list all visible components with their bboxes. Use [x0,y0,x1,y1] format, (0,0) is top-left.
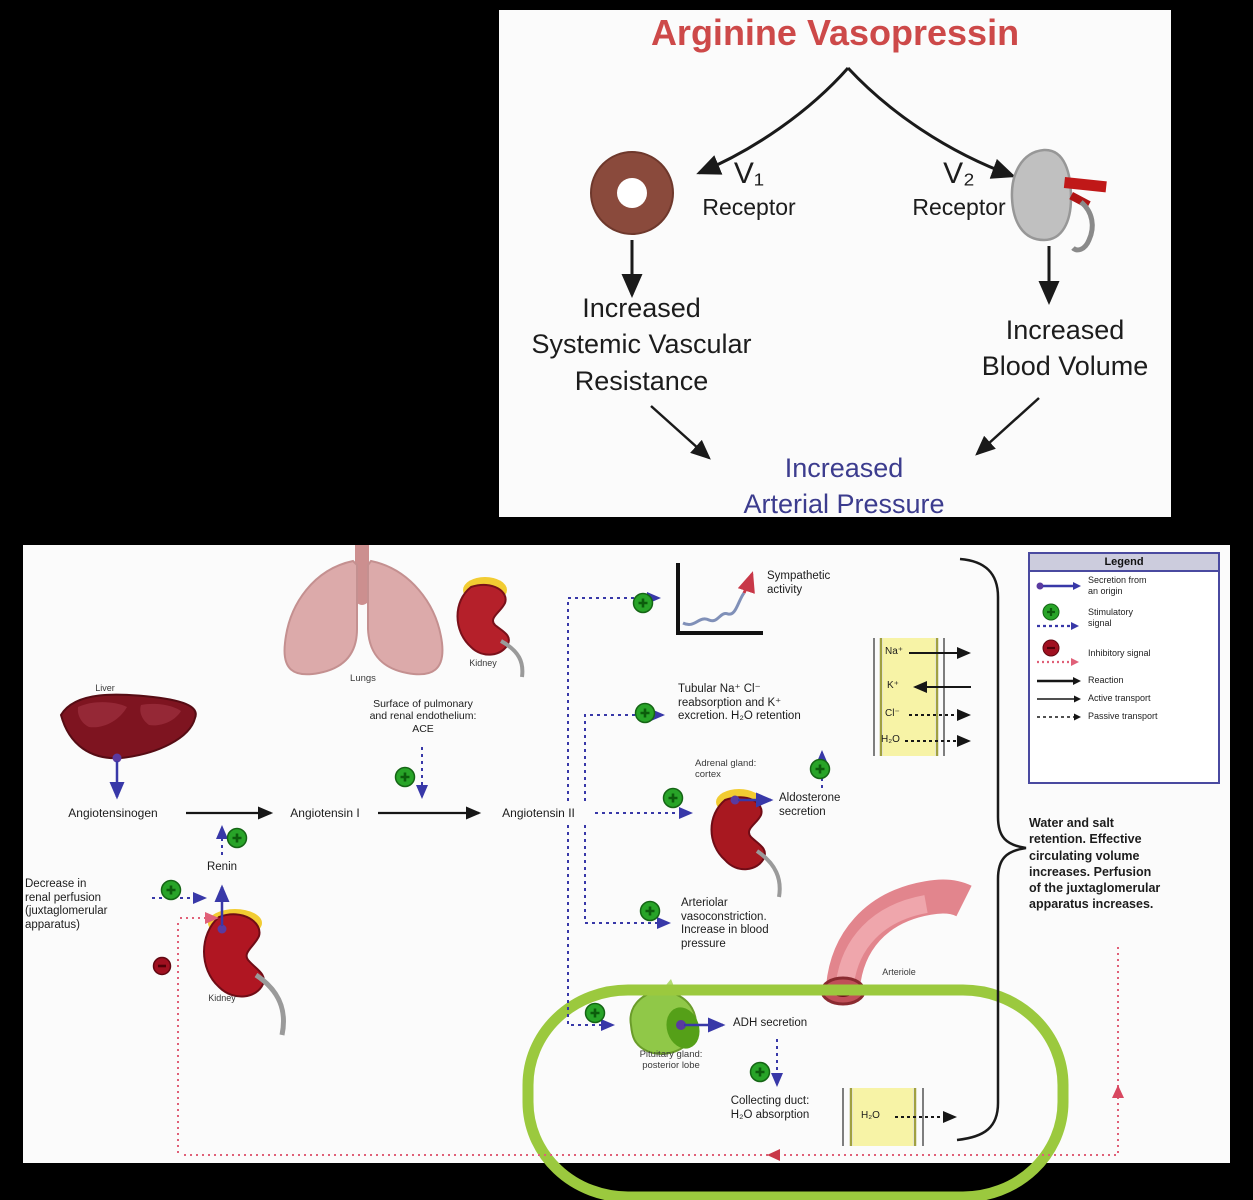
kidney-lower-icon [203,909,286,1036]
curly-brace [956,557,1027,1142]
label-arteriolar: Arteriolar vasoconstriction. Increase in… [681,897,769,950]
legend-stimulatory-label: Stimulatory signal [1088,606,1134,628]
label-pituitary: Pituitary gland: posterior lobe [639,1049,703,1072]
bottom-outcome-label: Increased Arterial Pressure [743,453,945,520]
label-angiotensin-ii: Angiotensin II [502,806,575,820]
legend-active-transport-icon [1037,695,1081,703]
vasopressin-title: Arginine Vasopressin [650,12,1020,53]
label-arteriole: Arteriole [882,967,916,977]
legend-row-reaction: Reaction [1030,672,1218,690]
ion-channel-icon [873,638,971,756]
inhibitory-arrowhead-up [1112,1085,1124,1098]
label-kidney-lower: Kidney [208,993,236,1003]
left-outcome-label: Increased Systemic Vascular Resistance [531,293,752,396]
legend-row-active-transport: Active transport [1030,690,1218,708]
legend-reaction-icon [1037,676,1081,685]
legend-title: Legend [1030,554,1218,572]
arrow-to-v2 [846,66,1016,179]
raas-panel: Decrease in renal perfusion (juxtaglomer… [23,545,1230,1200]
legend-row-inhibitory: Inhibitory signal [1030,636,1218,672]
legend-row-secretion: Secretion from an origin [1030,572,1218,600]
label-channel-cl: Cl⁻ [885,708,900,719]
secretion-arrows [109,753,774,1033]
v2-receptor-label: Receptor [912,194,1006,220]
legend-secretion-label: Secretion from an origin [1088,575,1147,596]
h2o-channel-icon [842,1088,957,1146]
legend-inhibitory-label: Inhibitory signal [1088,648,1151,659]
label-decrease-renal-perfusion: Decrease in renal perfusion (juxtaglomer… [25,878,108,931]
inhibitory-minus-icon [152,956,172,976]
sympathetic-graph-icon [676,563,763,635]
legend-active-transport-label: Active transport [1088,693,1151,704]
stimulatory-signals [152,592,828,1087]
label-kidney-upper: Kidney [469,658,497,668]
label-adrenal-gland: Adrenal gland: cortex [695,758,757,781]
label-angiotensin-i: Angiotensin I [290,806,360,820]
label-collecting-duct: Collecting duct: H₂O absorption [730,1095,810,1121]
inhibitory-signal-loop [177,912,1119,1156]
legend-passive-transport-label: Passive transport [1088,711,1158,722]
vasopressin-panel: Arginine Vasopressin V₁ Receptor V₂ Rece… [499,10,1171,519]
label-lungs: Lungs [350,673,376,684]
arrow-left-converge [650,405,711,460]
legend-passive-transport-icon [1037,713,1081,721]
highlight-ellipse [522,984,1069,1200]
label-channel-na: Na⁺ [885,646,904,657]
legend-row-stimulatory: Stimulatory signal [1030,600,1218,636]
stimulatory-plus-icons [160,592,831,1083]
v2-receptor-icon [1010,148,1107,253]
legend-box: Legend Secretion from an origin Stimulat… [1028,552,1220,784]
label-angiotensinogen: Angiotensinogen [68,806,158,820]
pituitary-icon [629,979,700,1055]
liver-icon [59,693,197,760]
label-ace: Surface of pulmonary and renal endotheli… [369,698,477,735]
label-channel-k: K⁺ [887,680,899,691]
label-sympathetic: Sympathetic activity [767,570,831,596]
v2-label: V₂ [943,157,975,190]
v1-receptor-label: Receptor [702,194,796,220]
arrow-right-converge [975,397,1040,456]
arrow-to-v1 [696,67,850,175]
lungs-icon [283,545,444,676]
legend-reaction-label: Reaction [1088,675,1124,686]
label-h2o-absorption: H₂O [861,1110,880,1121]
label-liver: Liver [95,683,115,693]
legend-row-passive-transport: Passive transport [1030,708,1218,726]
label-channel-h2o: H₂O [881,734,900,745]
legend-stimulatory-icon [1037,603,1079,630]
label-adh: ADH secretion [733,1017,808,1029]
legend-inhibitory-icon [1037,639,1079,666]
vasopressin-diagram-art [590,66,1107,460]
v1-receptor-icon [590,151,674,235]
v1-label: V₁ [733,157,765,190]
label-aldosterone: Aldosterone secretion [779,792,841,818]
legend-secretion-icon [1036,581,1081,590]
label-water-salt-retention: Water and salt retention. Effective circ… [1029,816,1161,912]
label-tubular: Tubular Na⁺ Cl⁻ reabsorption and K⁺ excr… [678,683,801,723]
label-renin: Renin [206,861,238,873]
kidney-upper-icon [456,577,525,678]
right-outcome-label: Increased Blood Volume [981,315,1149,382]
inhibitory-arrowhead-left [767,1149,780,1161]
